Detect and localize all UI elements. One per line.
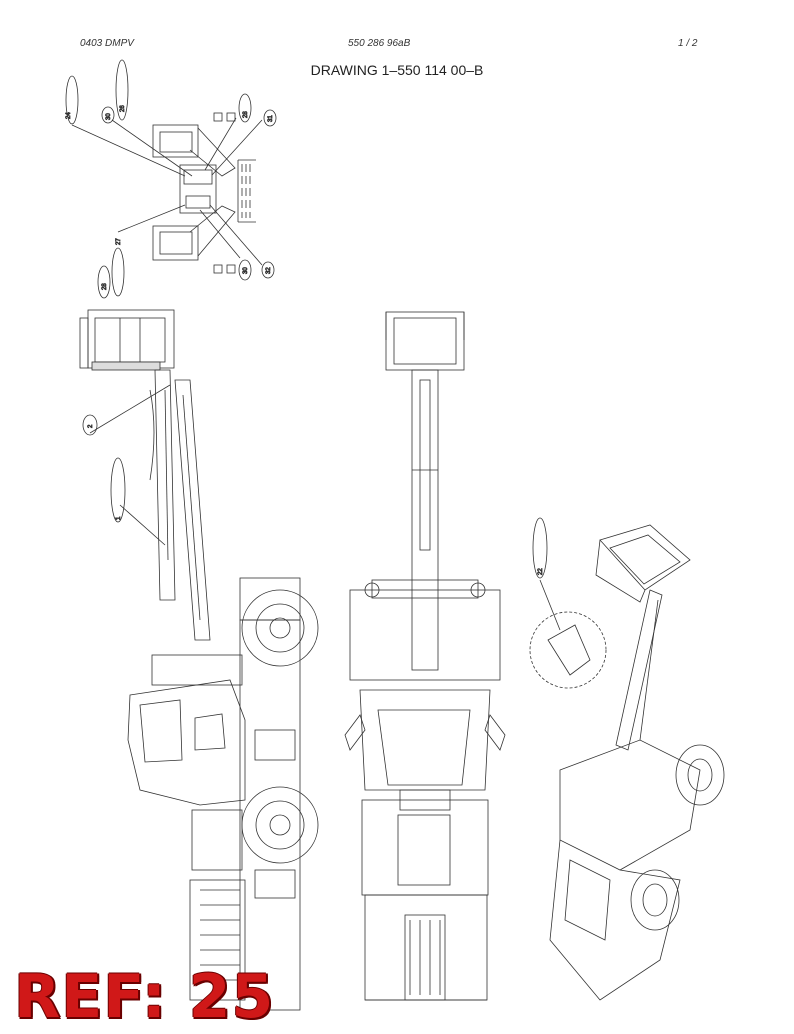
callout-label: 22 <box>538 568 544 575</box>
callout-label: 30 <box>106 113 112 120</box>
callout-label: 24 <box>66 112 72 119</box>
reference-badge: REF: 25 <box>14 962 275 1032</box>
header-page-number: 1 / 2 <box>678 38 698 49</box>
callout-label: 31 <box>268 115 274 122</box>
drawing-title: DRAWING 1–550 114 00–B <box>310 62 484 78</box>
callout-label: 32 <box>266 267 272 274</box>
header-doc-code: 0403 DMPV <box>80 38 134 49</box>
callout-label: 27 <box>116 238 122 245</box>
platform-top-view <box>71 117 263 266</box>
callouts-iso-view: 22 <box>532 517 548 579</box>
isometric-view-machine <box>529 524 725 1001</box>
callout-label: 1 <box>116 516 122 520</box>
top-view-machine <box>344 311 506 1001</box>
callout-label: 2 <box>88 424 94 428</box>
side-view-machine <box>79 309 319 1011</box>
callouts-side-view: 2 1 <box>82 414 126 523</box>
callout-label: 28 <box>243 111 249 118</box>
callouts-top-detail: 24 30 26 28 31 27 28 30 32 <box>65 59 277 299</box>
callout-label: 30 <box>243 267 249 274</box>
callout-label: 26 <box>120 105 126 112</box>
header-part-number: 550 286 96aB <box>348 38 411 49</box>
callout-label: 28 <box>102 283 108 290</box>
